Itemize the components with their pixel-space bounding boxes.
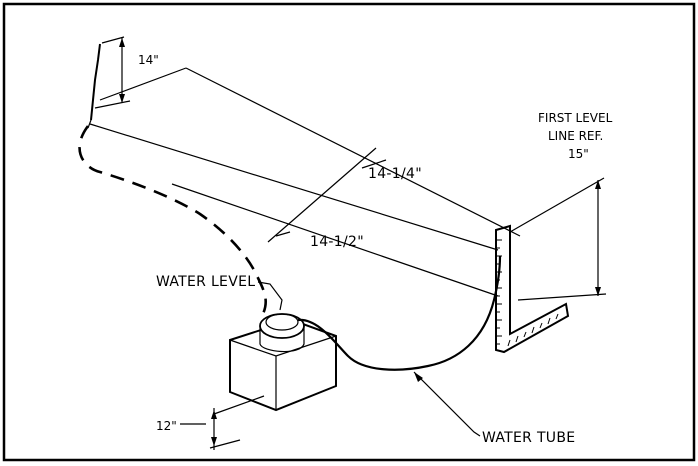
dashed-water-hose: [78, 125, 267, 317]
lower-level-line: [171, 183, 499, 297]
label-14-left: 14": [138, 53, 159, 67]
label-water-tube: WATER TUBE: [482, 430, 575, 446]
label-water-level: WATER LEVEL: [156, 274, 255, 290]
cross-line-upper: [267, 147, 377, 243]
label-14-1-4: 14-1/4": [368, 166, 422, 182]
dimension-15: [509, 177, 607, 301]
dimension-14-left: [94, 36, 131, 109]
carpenter-square: [495, 224, 570, 354]
water-tube: [297, 255, 502, 371]
label-first-level: FIRST LEVEL: [538, 111, 613, 125]
label-15: 15": [568, 147, 589, 161]
dimension-12: [180, 395, 265, 450]
water-level-cup: [259, 313, 305, 353]
upper-level-line: [89, 123, 499, 251]
label-12: 12": [156, 419, 177, 433]
left-post: [87, 43, 101, 129]
label-14-1-2: 14-1/2": [310, 234, 364, 250]
label-line-ref: LINE REF.: [548, 129, 603, 143]
